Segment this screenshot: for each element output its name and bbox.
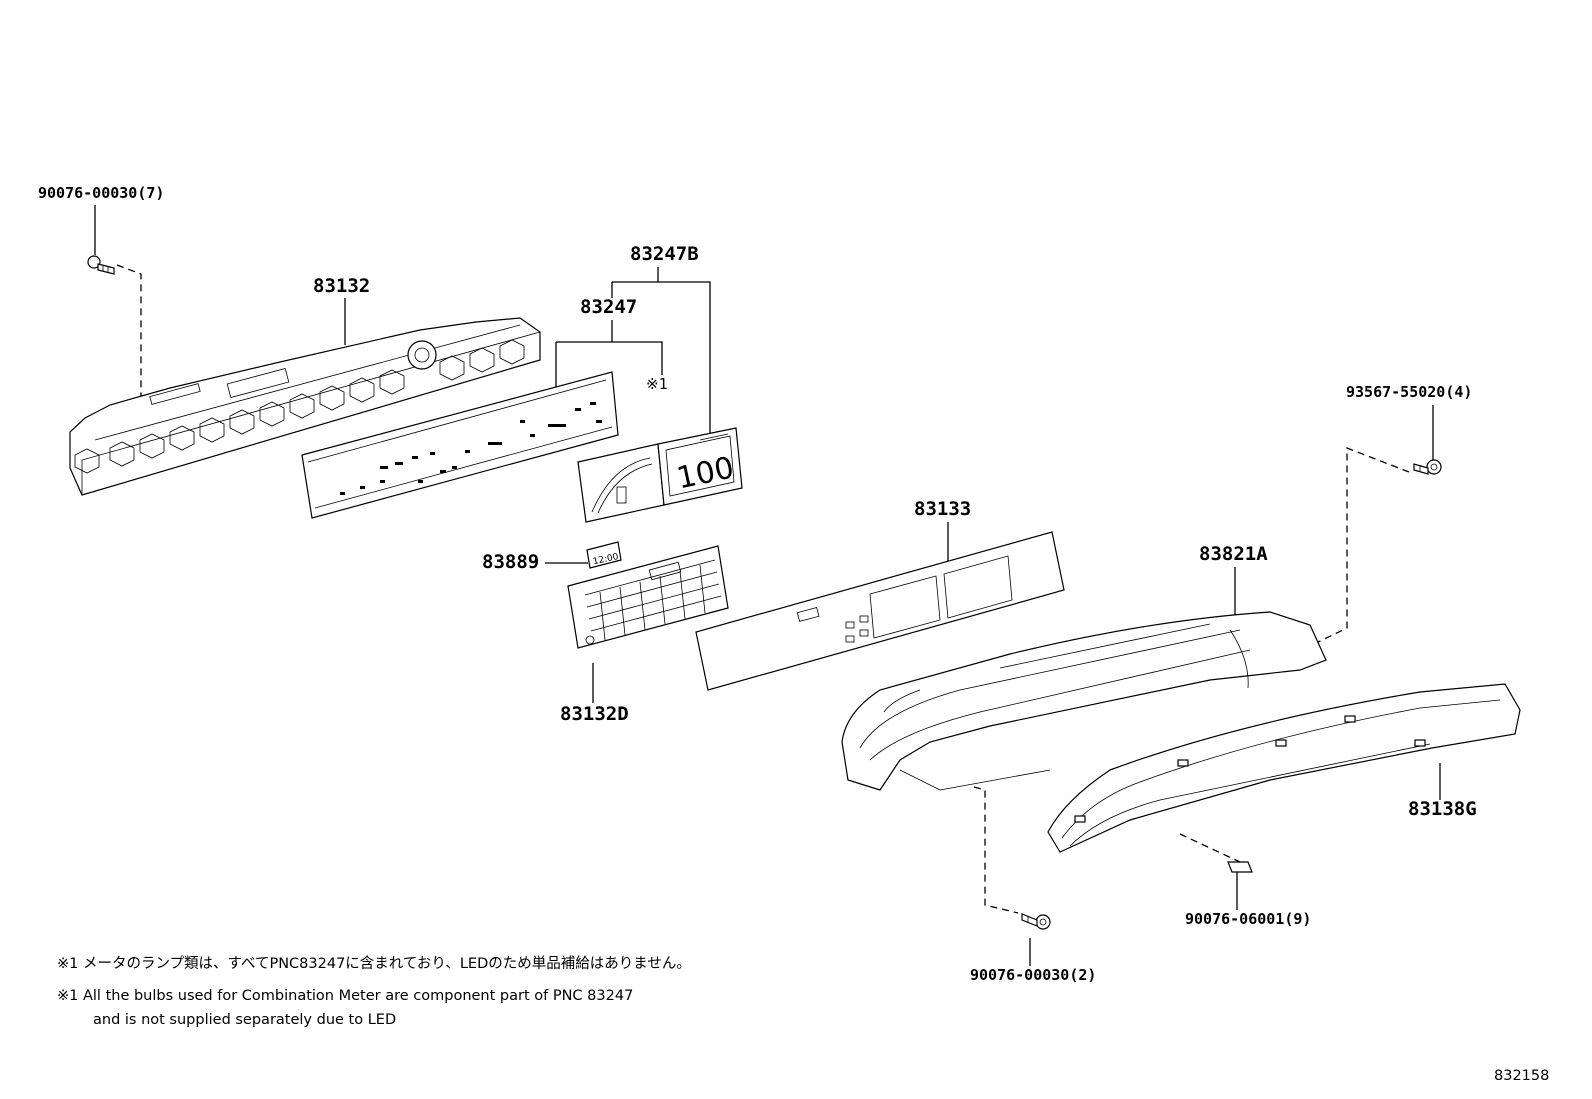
bolt-right-icon[interactable] [1413,459,1442,475]
leader-lines [94,205,1441,966]
label-83132[interactable]: 83132 [313,275,370,297]
label-83821a[interactable]: 83821A [1199,543,1268,565]
part-83247-circuit-board[interactable] [301,371,619,519]
part-83132d-sub-housing[interactable] [567,545,729,649]
part-83138g-front-cover[interactable] [1047,683,1521,853]
label-bolt-top-left[interactable]: 90076-00030(7) [38,184,164,202]
figure-id: 832158 [1494,1068,1549,1084]
note-english-line-1: ※1 All the bulbs used for Combination Me… [57,988,633,1004]
label-83138g[interactable]: 83138G [1408,798,1477,820]
part-83247b-display[interactable]: 100 [577,427,743,523]
clip-icon[interactable] [1227,861,1253,873]
label-83247[interactable]: 83247 [580,296,637,318]
bolt-top-left-icon[interactable] [87,255,115,275]
label-clip[interactable]: 90076-06001(9) [1185,910,1311,928]
label-ref-1: ※1 [646,375,668,393]
note-english-line-2: and is not supplied separately due to LE… [93,1012,396,1028]
label-83247b[interactable]: 83247B [630,243,699,265]
assembly-dashed-lines [116,264,1410,914]
label-83889[interactable]: 83889 [482,551,539,573]
label-83133[interactable]: 83133 [914,498,971,520]
bolt-bottom-icon[interactable] [1021,913,1051,930]
part-83133-dial-plate[interactable] [695,531,1065,691]
label-83132d[interactable]: 83132D [560,703,629,725]
part-83132-housing[interactable] [69,317,541,496]
part-83889-clock-display[interactable]: 12:00 [586,541,622,569]
part-83821a-meter-lens[interactable] [841,611,1327,791]
label-bolt-right[interactable]: 93567-55020(4) [1346,383,1472,401]
note-japanese: ※1 メータのランプ類は、すべてPNC83247に含まれており、LEDのため単品… [57,955,691,972]
label-bolt-bottom[interactable]: 90076-00030(2) [970,966,1096,984]
